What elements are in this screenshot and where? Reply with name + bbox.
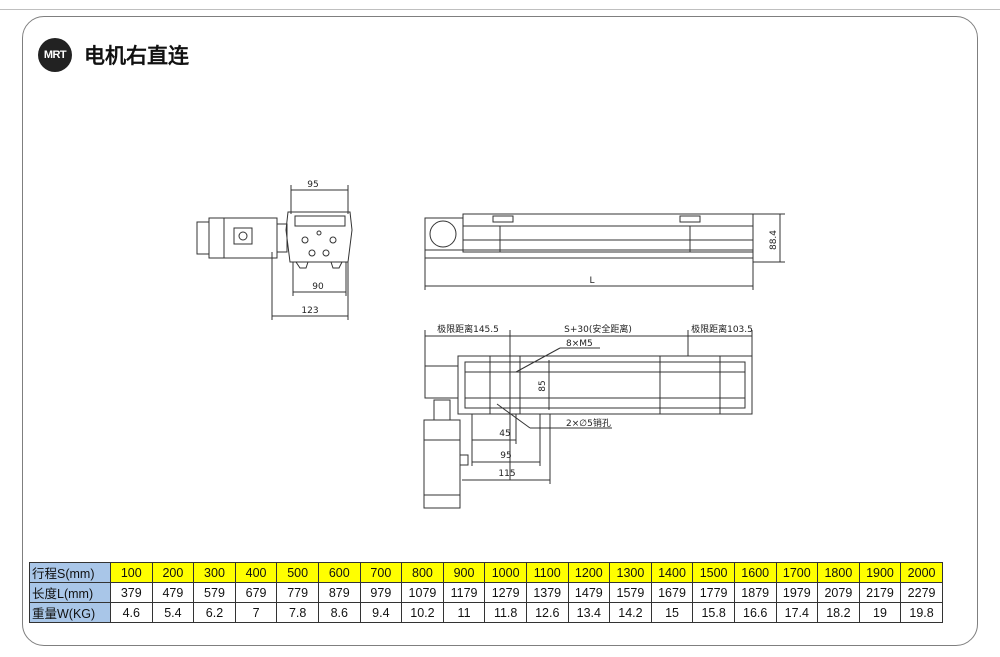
table-row-label: 长度L(mm) [29,582,111,603]
table-cell: 15 [650,602,694,623]
dim-115: 115 [498,469,515,479]
table-cell: 300 [193,562,236,583]
dim-45: 45 [499,429,510,439]
dim-95: 95 [500,451,511,461]
table-cell: 2000 [900,562,943,583]
dim-90: 90 [312,282,324,292]
dim-88-4: 88.4 [769,230,779,250]
top-view [423,330,753,509]
dim-limit-left: 极限距离145.5 [437,323,499,335]
table-cell: 8.6 [317,602,361,623]
table-cell: 1979 [775,582,819,603]
table-cell: 7 [234,602,278,623]
table-cell: 16.6 [733,602,777,623]
table-cell: 1079 [401,582,444,603]
table-cell: 200 [151,562,195,583]
table-cell: 7.8 [276,602,319,623]
table-cell: 14.2 [609,602,652,623]
table-cell: 10.2 [401,602,444,623]
brand-logo: MRT [38,38,72,72]
note-screws: 8×M5 [566,339,593,349]
table-cell: 900 [442,562,486,583]
table-cell: 679 [234,582,278,603]
table-cell: 2279 [900,582,943,603]
table-cell: 1779 [692,582,735,603]
table-cell: 11 [442,602,486,623]
top-rule [0,9,1000,10]
table-cell: 879 [317,582,361,603]
table-cell: 1000 [484,562,527,583]
table-cell: 2179 [858,582,902,603]
table-cell: 15.8 [692,602,735,623]
table-cell: 579 [193,582,236,603]
dim-123: 123 [301,306,318,316]
table-cell: 1179 [442,582,486,603]
table-cell: 1700 [775,562,819,583]
table-cell: 19 [858,602,902,623]
table-row-label: 行程S(mm) [29,562,111,583]
table-cell: 1579 [609,582,652,603]
table-cell: 12.6 [525,602,569,623]
table-cell: 979 [359,582,403,603]
dim-safe-distance: S+30(安全距离) [564,323,632,335]
note-pin-holes: 2×∅5销孔 [566,417,611,429]
table-cell: 600 [317,562,361,583]
table-cell: 779 [276,582,319,603]
table-cell: 1879 [733,582,777,603]
dim-85: 85 [538,380,548,391]
table-cell: 18.2 [817,602,860,623]
dim-95-top: 95 [307,180,318,190]
dim-limit-right: 极限距离103.5 [691,323,753,335]
table-cell: 6.2 [193,602,236,623]
table-cell: 800 [401,562,444,583]
table-cell: 11.8 [484,602,527,623]
table-cell: 1800 [817,562,860,583]
dim-length-l: L [589,276,594,286]
table-row-label: 重量W(KG) [29,602,111,623]
table-cell: 13.4 [567,602,611,623]
table-cell: 4.6 [110,602,153,623]
table-cell: 5.4 [151,602,195,623]
table-cell: 1600 [733,562,777,583]
table-cell: 2079 [817,582,860,603]
page-title: 电机右直连 [84,44,189,68]
table-cell: 9.4 [359,602,403,623]
table-cell: 17.4 [775,602,819,623]
table-cell: 19.8 [900,602,943,623]
logo-text: MRT [43,49,67,61]
table-cell: 1679 [650,582,694,603]
table-cell: 400 [234,562,278,583]
front-view [424,213,785,290]
side-view [196,185,353,320]
table-cell: 1379 [525,582,569,603]
table-cell: 500 [276,562,319,583]
table-cell: 700 [359,562,403,583]
table-cell: 1200 [567,562,611,583]
table-cell: 1479 [567,582,611,603]
table-cell: 1300 [609,562,652,583]
table-cell: 1279 [484,582,527,603]
table-cell: 1400 [650,562,694,583]
table-cell: 1100 [525,562,569,583]
table-cell: 479 [151,582,195,603]
table-cell: 1900 [858,562,902,583]
table-cell: 1500 [692,562,735,583]
page-frame [22,16,978,646]
table-cell: 100 [110,562,153,583]
table-cell: 379 [110,582,153,603]
